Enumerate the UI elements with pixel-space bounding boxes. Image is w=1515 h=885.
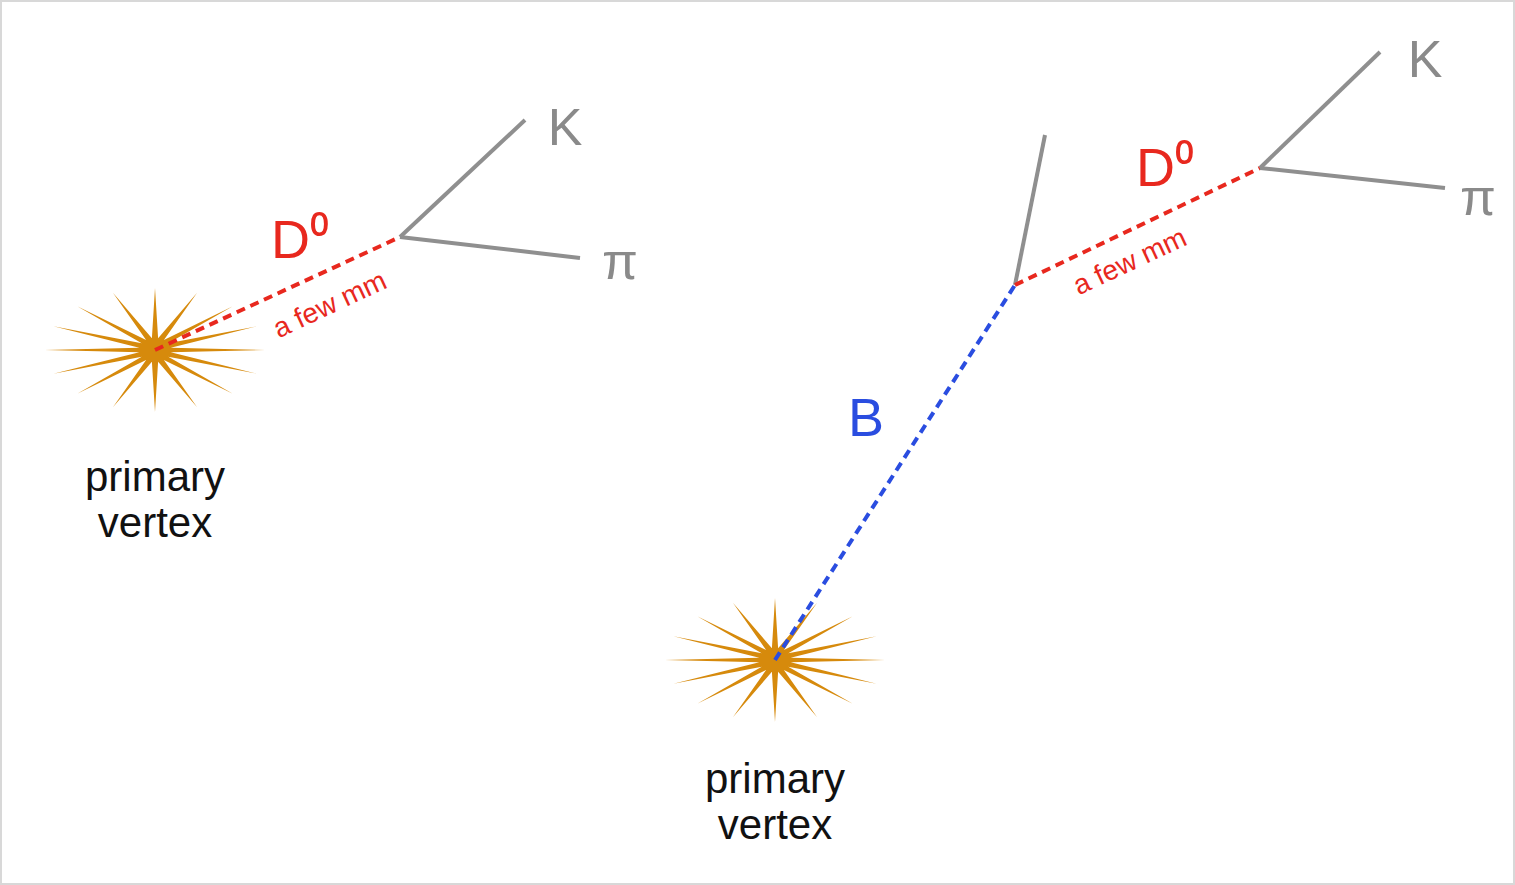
particle-name: π (1460, 169, 1496, 226)
extra-track (1015, 135, 1045, 285)
particle-name: B (848, 388, 884, 447)
particle-name: D⁰ (271, 210, 329, 269)
distance-note: a few mm (1068, 222, 1191, 301)
pion-track (400, 237, 580, 258)
particle-name: K (1408, 31, 1443, 88)
kaon-track (1260, 52, 1380, 168)
distance-note: a few mm (268, 265, 391, 344)
vertex-label: primary vertex (665, 756, 885, 848)
kaon-track (400, 120, 525, 237)
particle-name: K (548, 99, 583, 156)
particle-name: D⁰ (1136, 138, 1194, 197)
b-flight-path (775, 285, 1015, 660)
pion-track (1260, 168, 1445, 188)
particle-name: π (602, 233, 638, 290)
vertex-label: primary vertex (45, 454, 265, 546)
